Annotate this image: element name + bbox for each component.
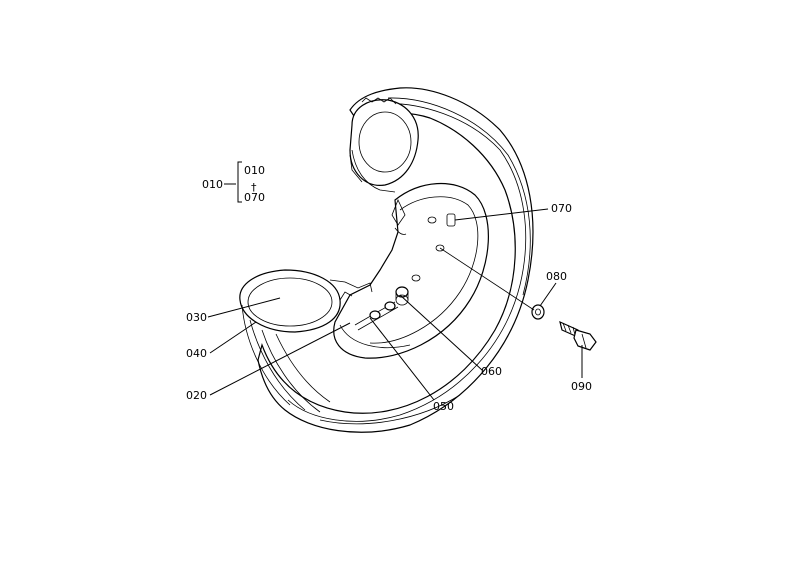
callout-020: 020 [186,389,207,402]
callout-040: 040 [186,347,207,360]
assembly-range-sep: † [251,181,257,194]
callout-050: 050 [433,400,454,413]
assembly-range-start: 010 [244,164,265,177]
assembly-label: 010 [202,178,223,191]
spacer-part [395,286,409,306]
assembly-bracket: 010 010 † 070 [202,161,265,204]
callout-090: 090 [571,380,592,393]
callout-070: 070 [551,202,572,215]
lower-cylinder-part [239,269,373,413]
washer-part [531,304,545,320]
bolt-part [559,320,597,351]
callout-080: 080 [546,270,567,283]
upper-cylinder-part [349,97,419,193]
callout-030: 030 [186,311,207,324]
assembly-range-end: 070 [244,191,265,204]
callout-060: 060 [481,365,502,378]
leader-lines [207,208,583,401]
pin-part [354,301,399,331]
